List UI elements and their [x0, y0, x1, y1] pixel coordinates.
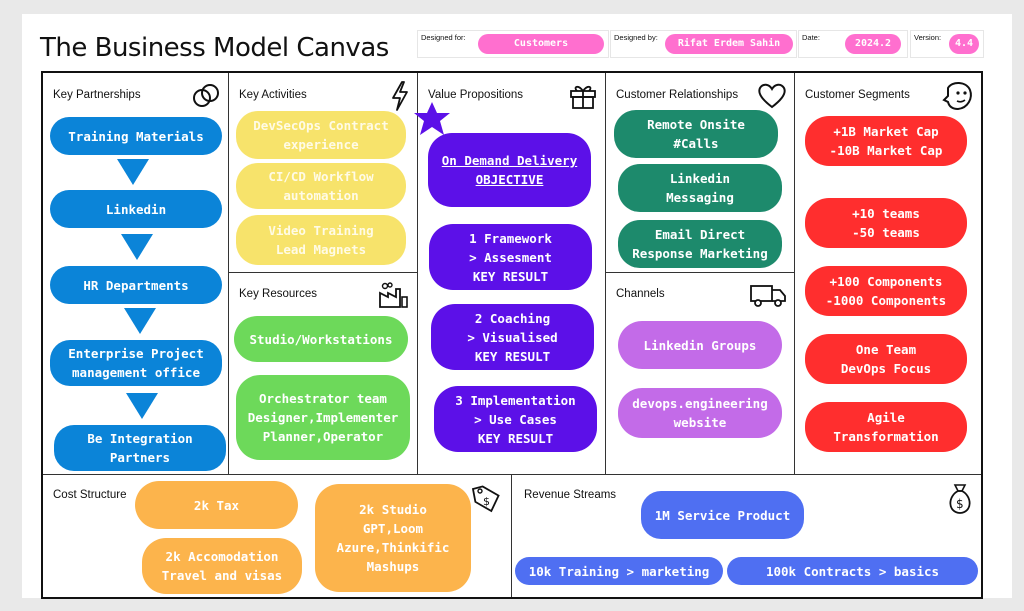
objective-line: On Demand Delivery: [441, 153, 578, 168]
designed-for-label: Designed for:: [421, 33, 466, 42]
activity-chip[interactable]: Video Training Lead Magnets: [236, 215, 406, 265]
channels-label: Channels: [616, 288, 665, 300]
relationship-chip[interactable]: Linkedin Messaging: [618, 164, 782, 212]
designed-by-value[interactable]: Rifat Erdem Sahin: [665, 34, 793, 54]
heart-icon: [758, 83, 786, 109]
designed-by-label: Designed by:: [614, 33, 658, 42]
date-field: Date: 2024.2: [798, 30, 908, 58]
page-title: The Business Model Canvas: [40, 33, 389, 63]
factory-icon: [379, 282, 408, 308]
version-label: Version:: [914, 33, 942, 42]
cost-chip[interactable]: 2k Tax: [135, 481, 298, 529]
partnership-chip[interactable]: Enterprise Project management office: [50, 340, 222, 386]
divider: [794, 73, 795, 474]
divider: [43, 474, 981, 475]
resource-chip[interactable]: Orchestrator team Designer,Implementer P…: [236, 375, 410, 460]
cost-chip[interactable]: 2k Studio GPT,Loom Azure,Thinkific Mashu…: [315, 484, 471, 592]
money-bag-icon: $: [949, 484, 971, 514]
lightning-icon: [392, 81, 408, 111]
objective-line: OBJECTIVE: [475, 172, 544, 187]
key-activities-label: Key Activities: [239, 89, 307, 101]
customer-relationships-label: Customer Relationships: [616, 89, 739, 101]
star-badge-icon: [414, 102, 450, 135]
partnership-chip[interactable]: Be Integration Partners: [54, 425, 226, 471]
arrow-down-icon: [126, 393, 158, 419]
date-value[interactable]: 2024.2: [845, 34, 901, 54]
gift-icon: [570, 85, 596, 109]
arrow-down-icon: [121, 234, 153, 260]
face-icon: [942, 82, 972, 111]
revenue-chip[interactable]: 1M Service Product: [641, 491, 804, 539]
partnership-chip[interactable]: Linkedin: [50, 190, 222, 228]
segment-chip[interactable]: +1B Market Cap -10B Market Cap: [805, 116, 967, 166]
customer-segments-label: Customer Segments: [805, 89, 910, 101]
revenue-chip[interactable]: 10k Training > marketing: [515, 557, 723, 585]
designed-by-field: Designed by: Rifat Erdem Sahin: [610, 30, 797, 58]
version-field: Version: 4.4: [910, 30, 984, 58]
arrow-down-icon: [124, 308, 156, 334]
arrow-down-icon: [117, 159, 149, 185]
date-label: Date:: [802, 33, 820, 42]
revenue-chip[interactable]: 100k Contracts > basics: [727, 557, 978, 585]
key-resources-label: Key Resources: [239, 288, 317, 300]
svg-text:$: $: [956, 497, 964, 511]
value-propositions-label: Value Propositions: [428, 89, 524, 101]
value-chip[interactable]: 3 Implementation > Use Cases KEY RESULT: [434, 386, 597, 452]
divider: [417, 73, 418, 474]
segment-chip[interactable]: One Team DevOps Focus: [805, 334, 967, 384]
partnership-chip[interactable]: Training Materials: [50, 117, 222, 155]
activity-chip[interactable]: CI/CD Workflow automation: [236, 163, 406, 209]
divider: [606, 272, 794, 273]
segment-chip[interactable]: +100 Components -1000 Components: [805, 266, 967, 316]
link-icon: [193, 84, 219, 107]
relationship-chip[interactable]: Email Direct Response Marketing: [618, 220, 782, 268]
divider: [605, 73, 606, 474]
channel-chip[interactable]: Linkedin Groups: [618, 321, 782, 369]
objective-chip[interactable]: On Demand Delivery OBJECTIVE: [428, 133, 591, 207]
divider: [511, 475, 512, 597]
key-partnerships-label: Key Partnerships: [53, 89, 141, 101]
segment-chip[interactable]: Agile Transformation: [805, 402, 967, 452]
canvas-grid: [41, 71, 983, 599]
cost-structure-label: Cost Structure: [53, 489, 127, 501]
truck-icon: [750, 285, 786, 307]
partnership-chip[interactable]: HR Departments: [50, 266, 222, 304]
value-chip[interactable]: 2 Coaching > Visualised KEY RESULT: [431, 304, 594, 370]
segment-chip[interactable]: +10 teams -50 teams: [805, 198, 967, 248]
divider: [228, 73, 229, 474]
designed-for-value[interactable]: Customers: [478, 34, 604, 54]
activity-chip[interactable]: DevSecOps Contract experience: [236, 111, 406, 159]
designed-for-field: Designed for: Customers: [417, 30, 609, 58]
revenue-streams-label: Revenue Streams: [524, 489, 617, 501]
relationship-chip[interactable]: Remote Onsite #Calls: [614, 110, 778, 158]
version-value[interactable]: 4.4: [949, 34, 979, 54]
value-chip[interactable]: 1 Framework > Assesment KEY RESULT: [429, 224, 592, 290]
price-tag-icon: $: [471, 485, 500, 513]
channel-chip[interactable]: devops.engineering website: [618, 388, 782, 438]
divider: [229, 272, 417, 273]
svg-text:$: $: [483, 495, 490, 508]
cost-chip[interactable]: 2k Accomodation Travel and visas: [142, 538, 302, 594]
resource-chip[interactable]: Studio/Workstations: [234, 316, 408, 362]
